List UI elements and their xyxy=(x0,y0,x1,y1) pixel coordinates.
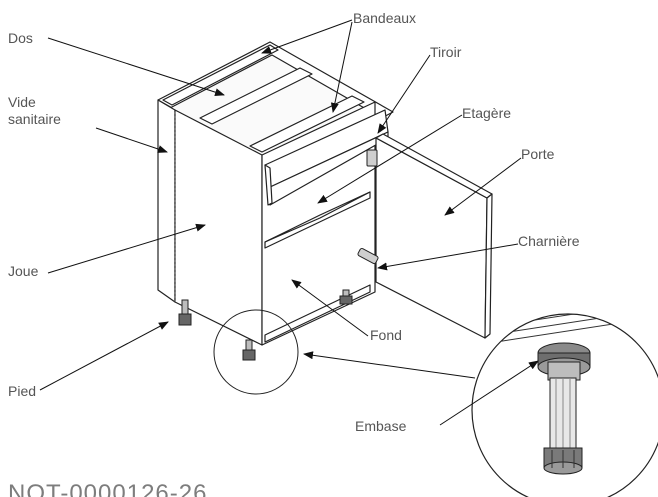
label-joue: Joue xyxy=(8,263,39,279)
label-charniere: Charnière xyxy=(518,233,580,249)
reference-code: NOT-0000126-26 xyxy=(8,480,208,497)
detail-circle-small xyxy=(213,309,299,395)
legs xyxy=(178,289,353,361)
leader-bandeaux-1 xyxy=(261,19,353,54)
leader-tiroir xyxy=(377,54,431,134)
shelf-top xyxy=(264,191,371,243)
leader-joue xyxy=(47,223,206,274)
label-vide-sanitaire: Vide sanitaire xyxy=(8,94,88,128)
leader-charniere xyxy=(377,243,519,271)
left-side-panel xyxy=(157,99,176,303)
door-side xyxy=(484,193,493,339)
front-rail-top xyxy=(162,44,279,106)
leader-dos xyxy=(47,37,225,97)
label-tiroir: Tiroir xyxy=(430,44,462,60)
leg-rear-right-foot xyxy=(339,295,353,305)
cabinet-body xyxy=(157,41,493,346)
leader-fond xyxy=(291,279,369,337)
label-embase: Embase xyxy=(355,418,407,434)
top-rail-middle xyxy=(199,67,313,125)
drawer-side xyxy=(264,164,273,206)
leg-detail xyxy=(472,314,658,475)
label-fond: Fond xyxy=(370,327,402,343)
hinge-upper xyxy=(366,149,378,167)
leg-rear-left-foot xyxy=(178,313,192,326)
leader-vide-sanitaire xyxy=(95,127,168,153)
leader-zoom xyxy=(303,351,476,379)
leg-rear-left xyxy=(181,299,189,315)
label-bandeaux: Bandeaux xyxy=(353,10,417,26)
leg-front-left-foot xyxy=(242,349,256,361)
leader-bandeaux-2 xyxy=(330,21,353,113)
leader-embase xyxy=(439,360,539,426)
hinge-lower xyxy=(357,247,379,265)
label-vide-sanitaire-line2: sanitaire xyxy=(8,111,61,127)
leader-porte xyxy=(444,157,522,216)
leader-lines xyxy=(39,19,539,426)
label-porte: Porte xyxy=(521,146,555,162)
leader-pied xyxy=(39,321,169,391)
label-etagere: Etagère xyxy=(462,105,512,121)
label-pied: Pied xyxy=(8,383,37,399)
hinges xyxy=(357,149,379,265)
label-dos: Dos xyxy=(8,30,33,46)
leader-etagere xyxy=(317,114,463,204)
label-vide-sanitaire-line1: Vide xyxy=(8,94,36,110)
